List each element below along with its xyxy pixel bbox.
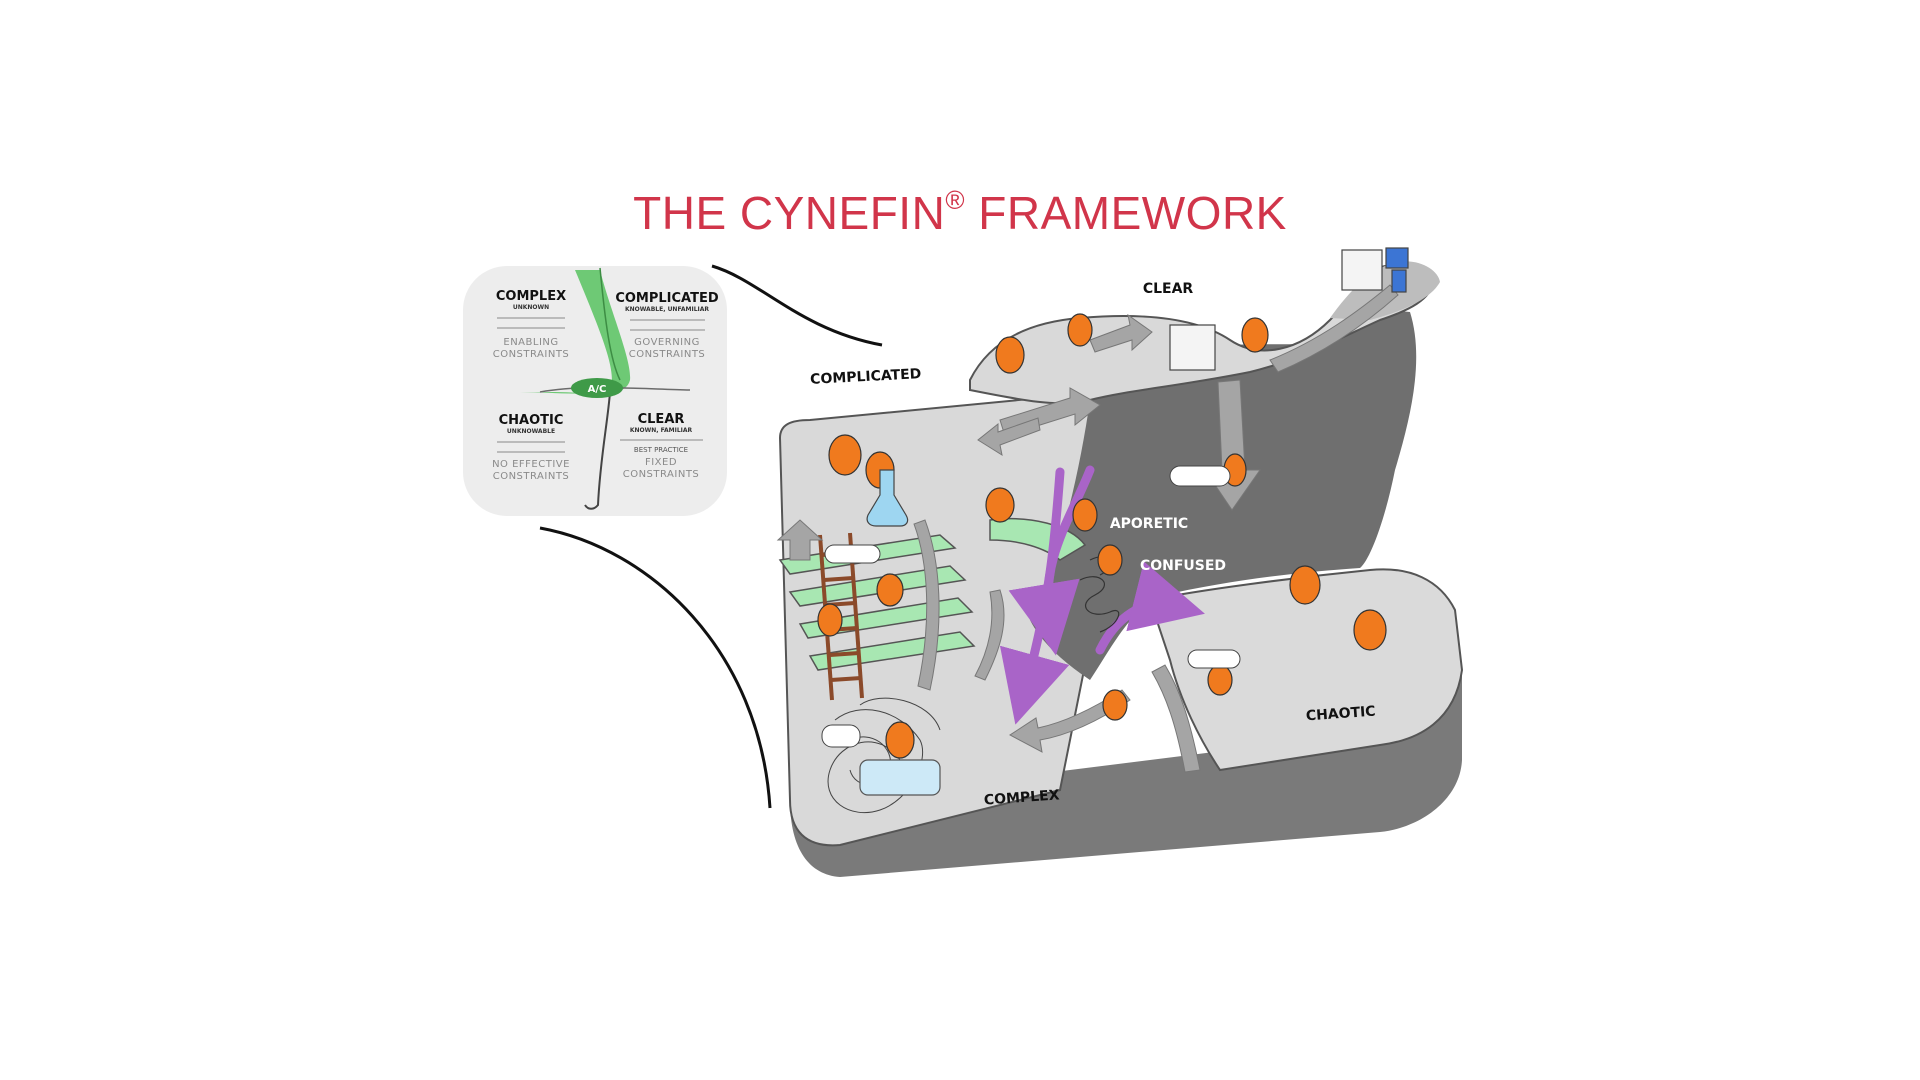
inset-diagram: A/C COMPLEX UNKNOWN ENABLING CONSTRAINTS… — [463, 266, 727, 516]
lab-flask — [866, 469, 909, 527]
label-clear: CLEAR — [1143, 281, 1194, 297]
inset-complicated-constraints-2: CONSTRAINTS — [629, 349, 706, 360]
label-aporetic: APORETIC — [1110, 516, 1188, 532]
inset-center-label: A/C — [588, 384, 607, 395]
inset-green-band — [520, 270, 631, 394]
registered-mark: ® — [945, 184, 965, 215]
title-rest: FRAMEWORK — [964, 187, 1287, 239]
inset-chaotic-sub: UNKNOWABLE — [507, 428, 555, 435]
inset-chaotic-name: CHAOTIC — [499, 413, 564, 428]
inset-clear-constraints-2: CONSTRAINTS — [623, 469, 700, 480]
inset-complicated-constraints-1: GOVERNING — [634, 337, 700, 348]
inset-clear-constraints-1: FIXED — [645, 457, 677, 468]
landscape: CLEAR COMPLICATED APORETIC CONFUSED CHAO… — [776, 247, 1464, 877]
inset-center-zone — [571, 378, 623, 398]
label-complicated: COMPLICATED — [810, 366, 922, 388]
title-main: THE CYNEFIN — [633, 187, 946, 239]
inset-complicated-name: COMPLICATED — [615, 291, 719, 306]
inset-chaotic-constraints-2: CONSTRAINTS — [493, 471, 570, 482]
connector-curve-top — [711, 264, 883, 347]
landscape-base-shadow — [790, 670, 1462, 877]
complex-blue-blanket — [859, 759, 941, 796]
inset-complex-constraints-1: ENABLING — [503, 337, 558, 348]
framework-title: THE CYNEFIN® FRAMEWORK — [0, 184, 1920, 240]
label-chaotic: CHAOTIC — [1305, 704, 1376, 725]
clear-kitchen — [1169, 247, 1409, 371]
inset-complex-sub: UNKNOWN — [513, 304, 549, 311]
inset-clear-practice: BEST PRACTICE — [634, 446, 688, 454]
purple-arrows — [999, 465, 1205, 725]
inset-chaotic-constraints-1: NO EFFECTIVE — [492, 459, 570, 470]
inset-complicated-sub: KNOWABLE, UNFAMILIAR — [625, 306, 709, 313]
connector-curve-bottom — [539, 526, 772, 809]
label-complex: COMPLEX — [983, 787, 1060, 808]
label-confused: CONFUSED — [1140, 558, 1226, 574]
inset-complex-name: COMPLEX — [496, 289, 566, 304]
inset-clear-sub: KNOWN, FAMILIAR — [630, 427, 693, 434]
grey-flow-arrows — [776, 284, 1399, 773]
inset-complex-constraints-2: CONSTRAINTS — [493, 349, 570, 360]
inset-clear-name: CLEAR — [638, 412, 685, 427]
speech-bubbles — [821, 465, 1241, 748]
